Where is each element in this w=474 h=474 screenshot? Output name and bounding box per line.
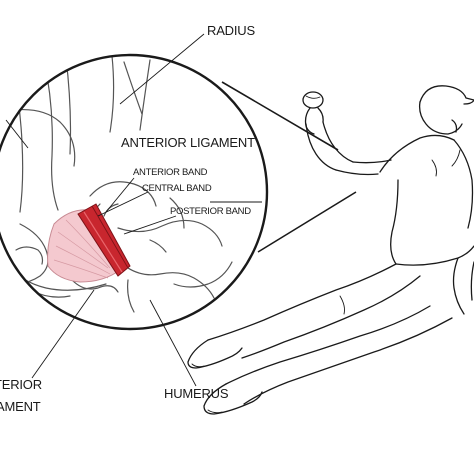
label-humerus: HUMERUS — [164, 386, 229, 401]
label-anterior-ligament: ANTERIOR LIGAMENT — [121, 135, 255, 150]
label-central-band: CENTRAL BAND — [142, 183, 212, 194]
pitcher-figure — [187, 85, 474, 415]
label-posterior-ligament-line2: AMENT — [0, 399, 41, 414]
leader-lines — [5, 33, 262, 387]
magnified-elbow-inset — [0, 53, 269, 331]
magnifier-connector — [221, 81, 357, 253]
label-anterior-band: ANTERIOR BAND — [133, 167, 208, 178]
label-posterior-band: POSTERIOR BAND — [170, 206, 251, 217]
label-posterior-ligament-line1: TERIOR — [0, 377, 42, 392]
baseball-icon — [302, 91, 324, 109]
label-radius: RADIUS — [207, 23, 255, 38]
